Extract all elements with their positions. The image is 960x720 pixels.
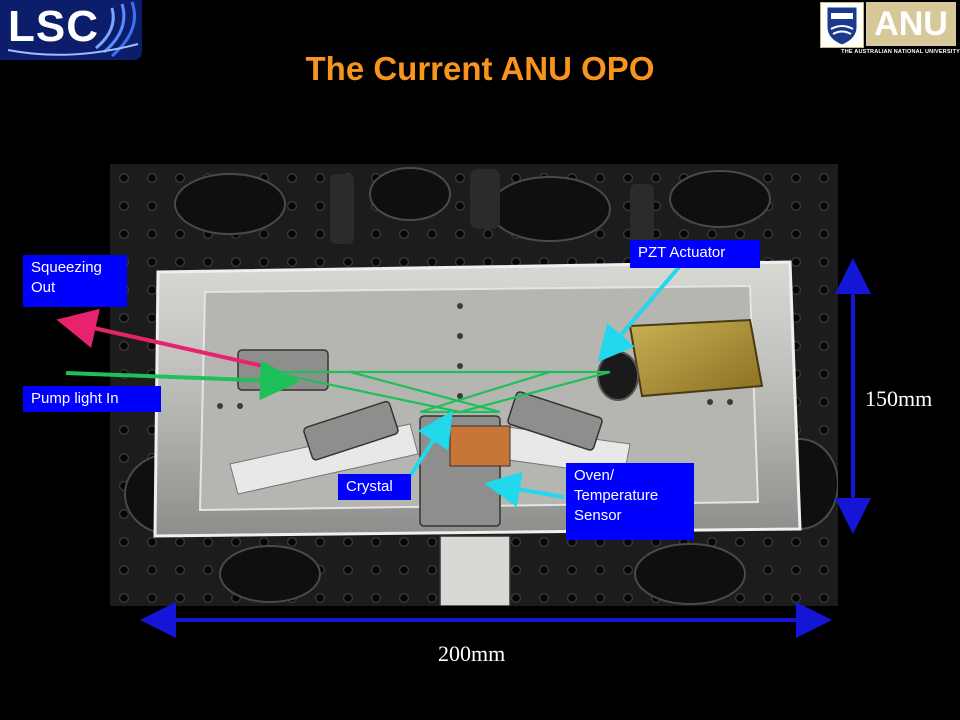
- opo-photo: [110, 164, 838, 606]
- anu-logo-text: ANU: [866, 2, 956, 46]
- pzt-actuator-label: PZT Actuator: [630, 240, 760, 268]
- anu-logo: ANU THE AUSTRALIAN NATIONAL UNIVERSITY: [818, 0, 960, 62]
- lsc-waves-icon: [7, 1, 139, 58]
- oven-temperature-sensor-label: Oven/ Temperature Sensor: [566, 463, 694, 540]
- anu-crest-icon: [820, 2, 864, 48]
- lsc-logo: LSC: [0, 0, 142, 60]
- page-title: The Current ANU OPO: [305, 50, 655, 87]
- squeezing-out-label: Squeezing Out: [23, 255, 127, 307]
- lsc-logo-text: LSC: [8, 2, 99, 51]
- height-dimension-label: 150mm: [865, 386, 933, 411]
- width-dimension-label: 200mm: [438, 641, 506, 666]
- anu-subtitle: THE AUSTRALIAN NATIONAL UNIVERSITY: [841, 49, 960, 55]
- pump-light-in-label: Pump light In: [23, 386, 161, 412]
- crystal-label: Crystal: [338, 474, 411, 500]
